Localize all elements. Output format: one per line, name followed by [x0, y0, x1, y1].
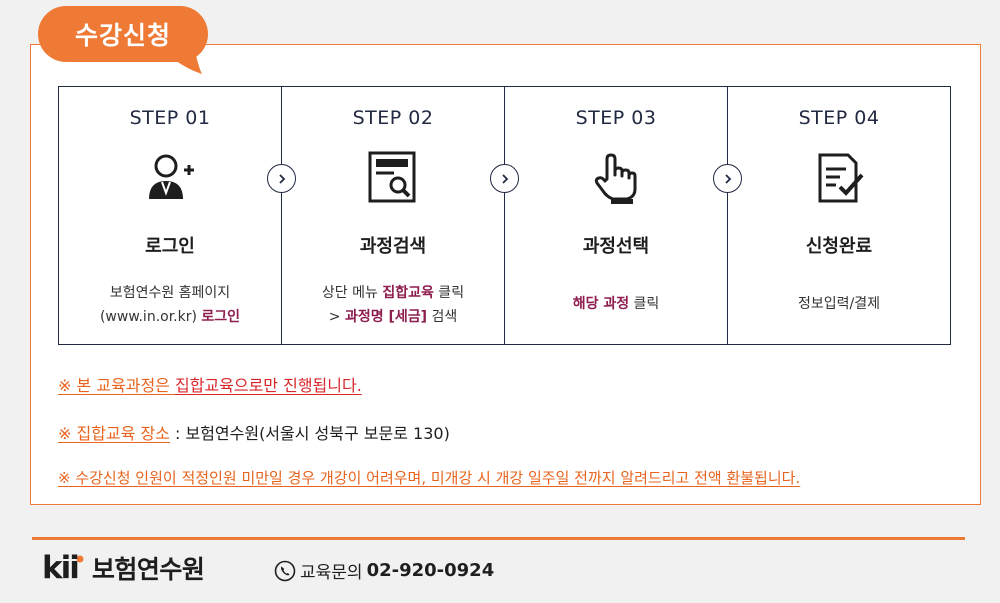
step-number: STEP 02 [352, 107, 434, 129]
step-description: 해당 과정 클릭 [505, 292, 727, 316]
login-highlight: 로그인 [201, 309, 241, 325]
chevron-right-icon [267, 164, 296, 193]
step-1: STEP 01 로그인 보험연수원 홈페이지 (www.in.or.kr) 로그… [59, 87, 296, 344]
step-title: 신청완료 [805, 236, 873, 257]
note-location: ※ 집합교육 장소 : 보험연수원(서울시 성북구 보문로 130) [58, 422, 450, 446]
step-3: STEP 03 과정선택 해당 과정 클릭 [505, 87, 742, 344]
search-document-icon [368, 151, 416, 203]
chevron-right-icon [490, 164, 519, 193]
step-title: 과정선택 [582, 236, 650, 257]
step-description: 상단 메뉴 집합교육 클릭 > 과정명 [세금] 검색 [282, 281, 504, 329]
note-group-only: ※ 본 교육과정은 집합교육으로만 진행됩니다. [58, 374, 362, 398]
form-check-icon [818, 153, 864, 203]
phone-icon [274, 560, 296, 581]
note-emphasis: 집합교육으로만 진행됩니다. [174, 376, 362, 395]
note-refund-policy: ※ 수강신청 인원이 적정인원 미만일 경우 개강이 어려우며, 미개강 시 개… [58, 469, 801, 487]
contact-label: 교육문의 [300, 563, 363, 583]
note-address: : 보험연수원(서울시 성북구 보문로 130) [169, 424, 450, 443]
logo-mark: kii [42, 550, 80, 586]
step-number: STEP 01 [129, 107, 211, 129]
contact-info: 교육문의 02-920-0924 [274, 558, 494, 583]
note-label: ※ 집합교육 장소 [58, 424, 170, 443]
step-number: STEP 03 [575, 107, 657, 129]
step-description: 보험연수원 홈페이지 (www.in.or.kr) 로그인 [59, 281, 281, 329]
course-select-highlight: 해당 과정 [572, 296, 630, 312]
desc-line: (www.in.or.kr) 로그인 [59, 305, 281, 329]
chevron-right-icon [713, 164, 742, 193]
step-title: 과정검색 [359, 236, 427, 257]
step-description: 정보입력/결제 [798, 296, 880, 312]
desc-line: > 과정명 [세금] 검색 [282, 305, 504, 329]
course-highlight: 과정명 [세금] [344, 309, 428, 325]
desc-line: 보험연수원 홈페이지 [109, 285, 231, 301]
desc-text: 클릭 [629, 296, 660, 312]
kii-logo: kii 보험연수원 [42, 550, 205, 586]
note-text: ※ 본 교육과정은 [58, 376, 175, 395]
desc-text: > [328, 309, 345, 325]
menu-highlight: 집합교육 [382, 285, 434, 301]
pointer-hand-icon [594, 153, 637, 204]
steps-container: STEP 01 로그인 보험연수원 홈페이지 (www.in.or.kr) 로그… [58, 86, 951, 345]
enrollment-tab-label: 수강신청 [38, 6, 208, 62]
desc-line: 상단 메뉴 집합교육 클릭 [282, 281, 504, 305]
logo-dot-icon [76, 555, 84, 563]
footer-divider [32, 537, 965, 540]
logo-name: 보험연수원 [91, 555, 205, 584]
desc-text: 클릭 [433, 285, 465, 301]
step-title: 로그인 [145, 236, 195, 257]
desc-text: 상단 메뉴 [321, 285, 383, 301]
step-2: STEP 02 과정검색 상단 메뉴 집합교육 클릭 > 과정명 [세금] 검색 [282, 87, 519, 344]
step-number: STEP 04 [798, 107, 880, 129]
desc-text: (www.in.or.kr) [99, 309, 202, 325]
user-add-icon [149, 154, 194, 199]
contact-phone-number[interactable]: 02-920-0924 [366, 560, 495, 581]
step-4: STEP 04 신청완료 정보입력/결제 [728, 87, 950, 344]
desc-text: 검색 [427, 309, 458, 325]
